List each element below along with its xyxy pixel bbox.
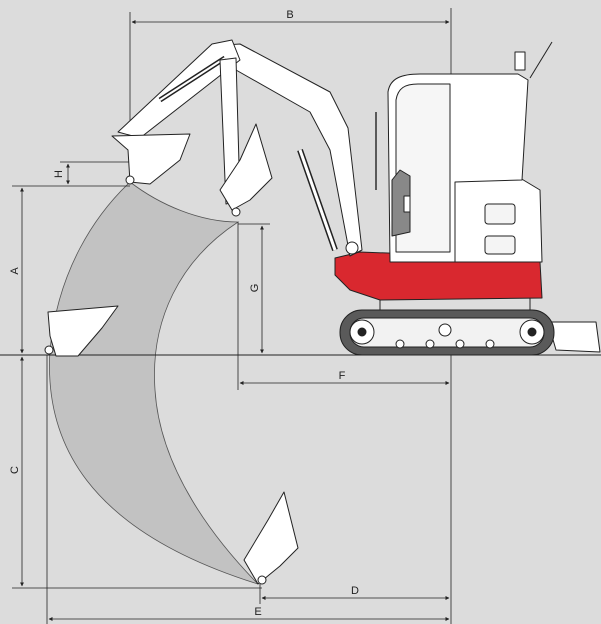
roller-2 [425,339,435,349]
dimension-e-label: E [254,606,261,618]
roller-4 [485,339,495,349]
bucket-left [47,305,119,357]
dimension-g-label: G [249,284,261,293]
dimension-d-label: D [351,585,359,597]
bucket-top [111,133,191,185]
antenna [529,41,553,79]
bucket-lower [243,491,299,585]
bucket-lower-tip [257,575,267,585]
excavator [44,39,601,585]
engine-vent-lower [484,235,516,255]
dozer-blade [547,321,601,353]
bucket-left-tip [44,345,54,355]
arm-cylinder-rod [159,57,226,101]
boom-cylinder-rod [298,149,337,251]
idler-hub [357,327,367,337]
dimension-a-label: A [9,267,21,275]
dimension-c-label: C [9,466,21,474]
roller-3 [455,339,465,349]
dimension-b-label: B [286,9,293,21]
boom-pivot [345,241,359,255]
dimension-h-label: H [53,170,65,178]
bucket-middle-tip [231,207,241,217]
beacon-light [514,51,526,71]
bucket-top-tip [125,175,135,185]
dimension-f-label: F [339,370,346,382]
sprocket-hub [527,327,537,337]
cab-handle [403,195,411,213]
track-center-hub [438,323,452,337]
roller-1 [395,339,405,349]
engine-vent [484,203,516,225]
